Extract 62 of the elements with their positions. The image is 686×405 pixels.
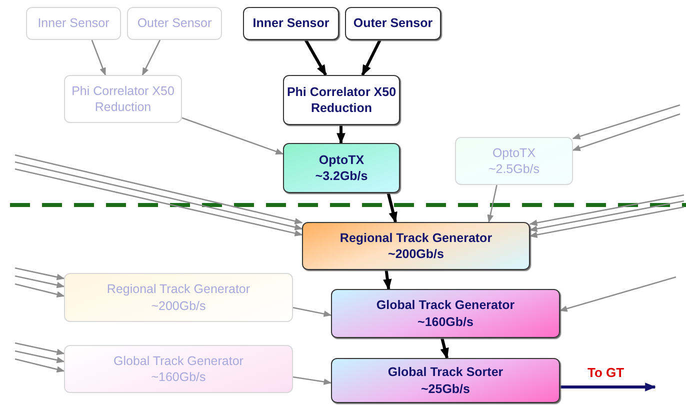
arrow [559, 276, 676, 312]
node-title: Global Track Generator [114, 352, 244, 369]
arrow [336, 125, 346, 144]
arrow [304, 39, 328, 76]
node-title: Outer Sensor [353, 15, 433, 32]
arrow [560, 382, 656, 392]
process-box [127, 7, 222, 40]
data-rate: ~160Gb/s [151, 369, 206, 386]
process-box [64, 345, 293, 393]
node-title: Inner Sensor [252, 15, 330, 32]
node-title: OptoTX [318, 152, 364, 168]
arrow [14, 168, 303, 236]
process-box [64, 75, 182, 123]
node-title: Phi Correlator X50 Reduction [286, 84, 398, 116]
node-title: Phi Correlator X50 Reduction [70, 82, 176, 116]
data-rate: ~200Gb/s [388, 246, 444, 262]
node-title: Outer Sensor [137, 15, 212, 32]
process-box [64, 273, 293, 322]
process-box [331, 358, 560, 403]
node-title: OptoTX [492, 144, 536, 161]
arrow [529, 194, 684, 226]
arrow [529, 200, 684, 232]
data-rate: ~200Gb/s [151, 298, 206, 314]
arrow [142, 40, 161, 76]
edge-label: To GT [586, 365, 626, 380]
data-rate: ~160Gb/s [418, 314, 474, 330]
arrow [14, 358, 65, 372]
arrow [292, 376, 332, 385]
node-title: Regional Track Generator [106, 281, 250, 298]
arrow [182, 117, 284, 155]
node-title: Global Track Sorter [388, 364, 504, 380]
arrow [386, 192, 398, 224]
arrow [14, 267, 65, 280]
process-box [243, 7, 339, 40]
arrow [572, 104, 680, 140]
process-box [455, 137, 573, 185]
arrow [383, 270, 392, 290]
arrow [91, 40, 106, 76]
process-box [345, 7, 441, 40]
process-box [26, 7, 121, 40]
arrow [529, 206, 684, 238]
arrow [292, 306, 332, 317]
arrow [487, 184, 498, 223]
arrow [14, 350, 65, 364]
process-box [283, 75, 400, 125]
arrow [14, 275, 65, 288]
arrow [14, 161, 303, 230]
node-title: Regional Track Generator [340, 230, 492, 246]
node-title: Inner Sensor [38, 15, 110, 32]
arrow [14, 283, 65, 298]
process-box [302, 222, 530, 270]
process-box [331, 289, 560, 338]
arrow [14, 342, 65, 356]
arrow [361, 39, 382, 76]
data-rate: ~2.5Gb/s [488, 161, 540, 178]
data-rate: ~25Gb/s [421, 380, 470, 397]
arrow [440, 338, 449, 360]
process-box [283, 143, 400, 193]
node-title: Global Track Generator [376, 297, 515, 314]
arrow [14, 154, 303, 224]
arrow [572, 113, 680, 151]
data-rate: ~3.2Gb/s [315, 168, 368, 184]
